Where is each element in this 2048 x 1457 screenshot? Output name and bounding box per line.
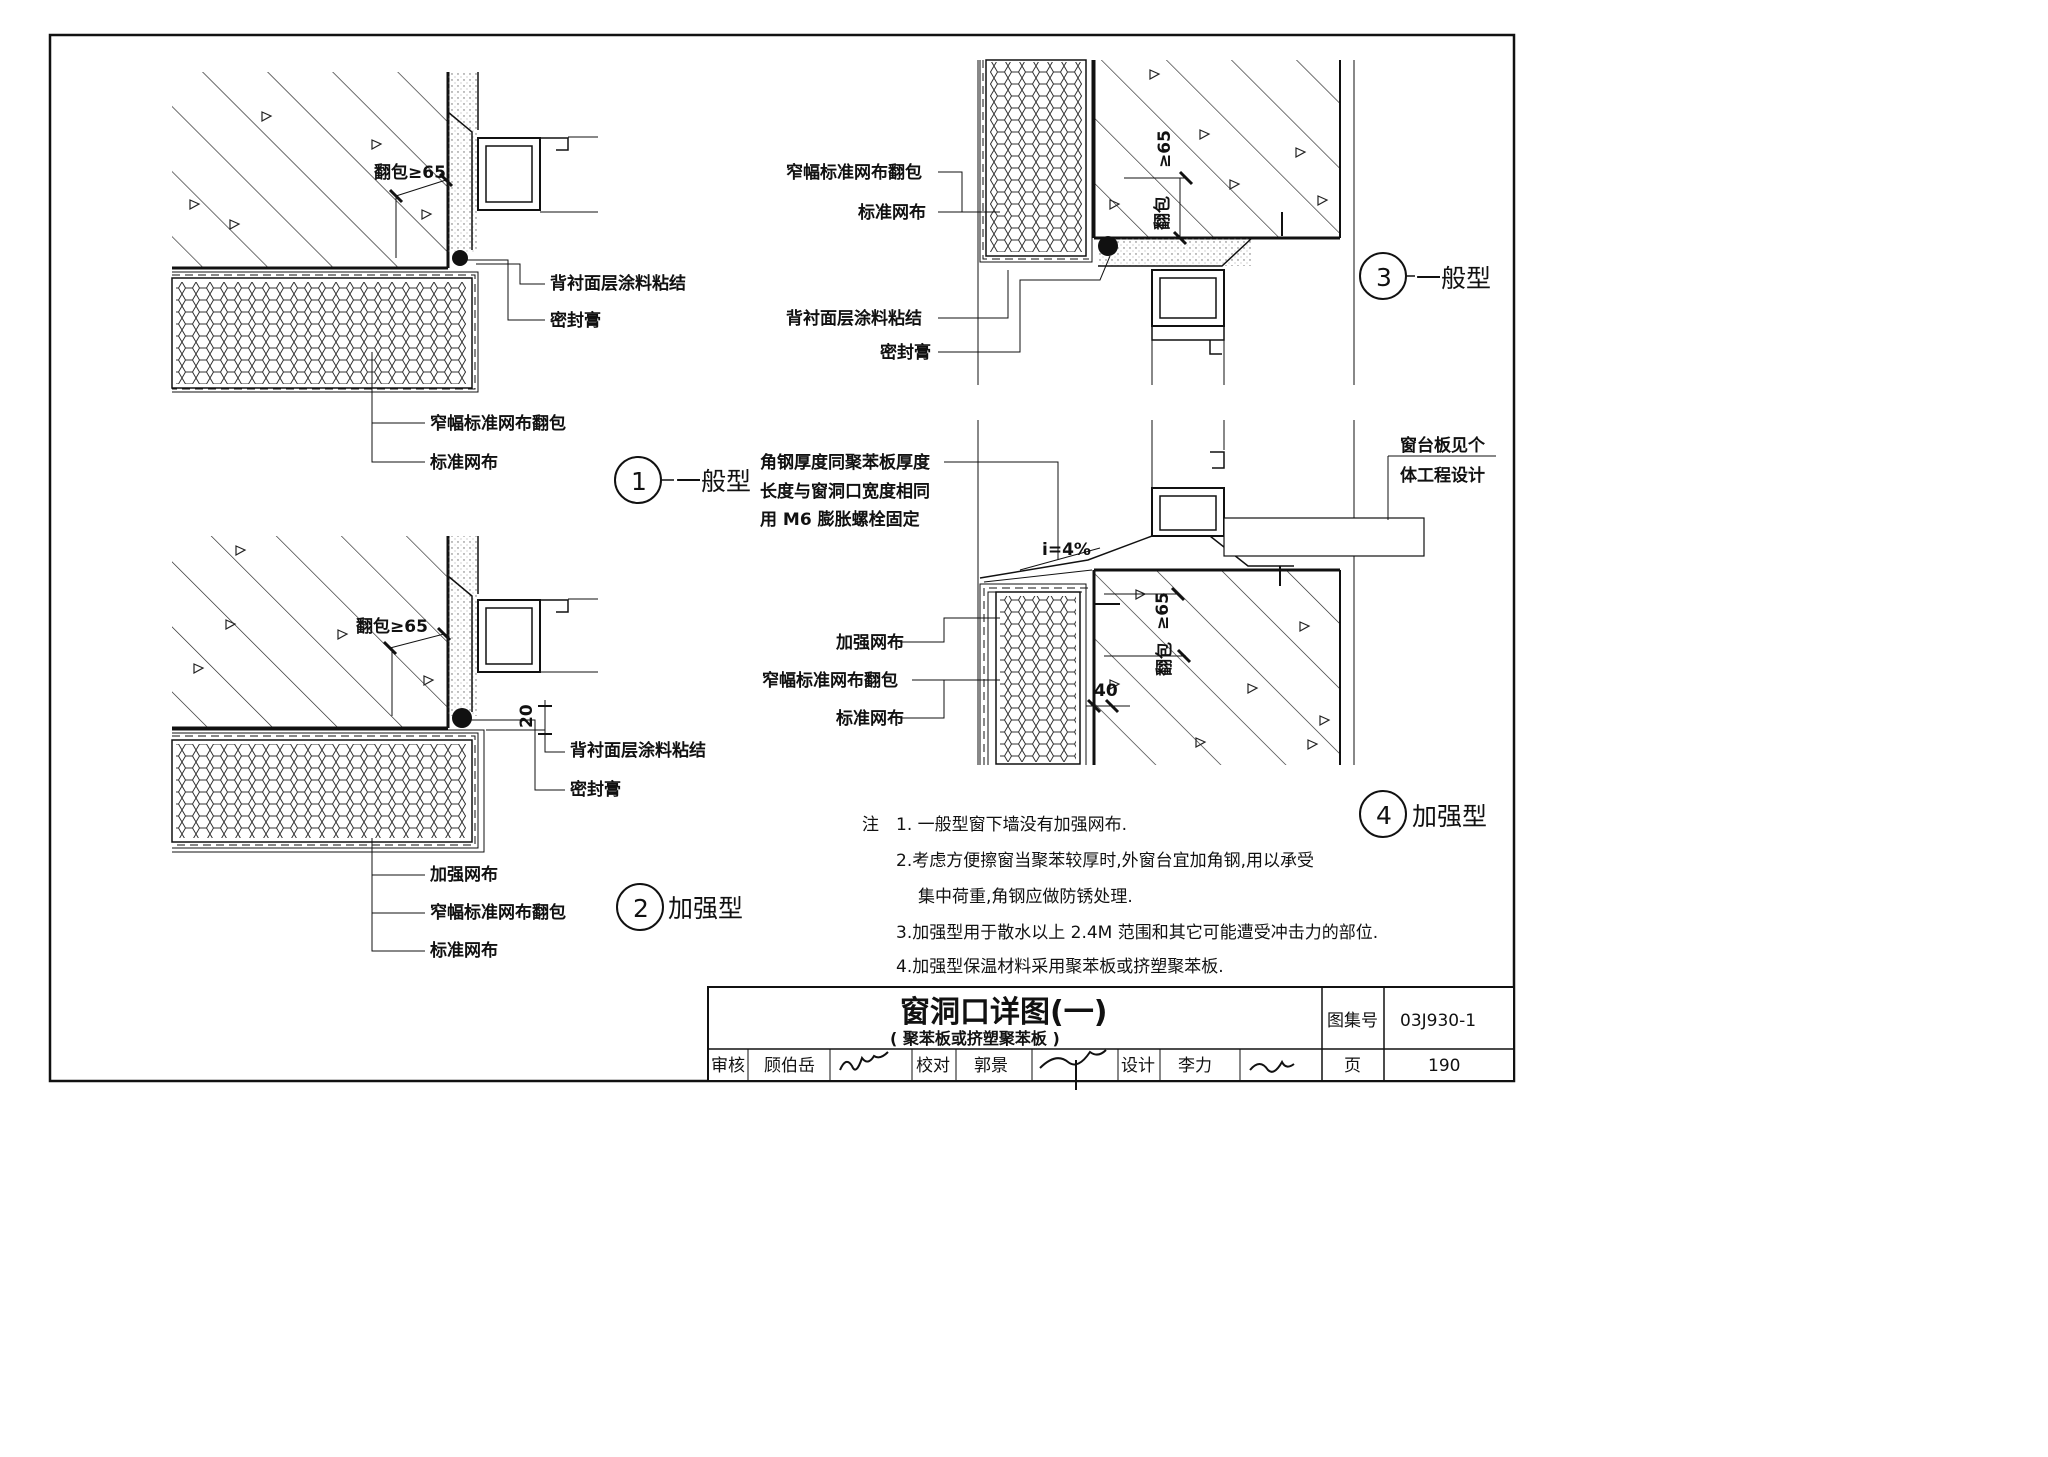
page-number: 190 xyxy=(1428,1056,1460,1076)
detail-4-drawing xyxy=(900,420,1496,765)
page-label: 页 xyxy=(1344,1056,1361,1076)
label-jiaqiang-2: 加强网布 xyxy=(429,864,498,885)
drawing-subtitle: ( 聚苯板或挤塑聚苯板 ) xyxy=(890,1029,1060,1048)
detail-3-number: 3 xyxy=(1376,263,1392,292)
label-chuangtai-2: 体工程设计 xyxy=(1400,465,1485,486)
note-2b: 集中荷重,角钢应做防锈处理. xyxy=(918,887,1133,907)
label-fanbao-3: 翻包 xyxy=(1152,196,1173,230)
label-biaozhun-2: 标准网布 xyxy=(430,940,498,961)
label-zhaifu-4: 窄幅标准网布翻包 xyxy=(762,670,898,691)
label-mifeng-2: 密封膏 xyxy=(570,779,621,800)
notes-block: 注 1. 一般型窗下墙没有加强网布. 2.考虑方便擦窗当聚苯较厚时,外窗台宜加角… xyxy=(862,815,1378,977)
check-label: 校对 xyxy=(916,1056,950,1076)
detail-2-type: 加强型 xyxy=(668,894,743,923)
label-fanbao-2: 翻包≥65 xyxy=(356,616,428,637)
drawing-title: 窗洞口详图(一) xyxy=(900,995,1107,1030)
label-dim-40: 40 xyxy=(1094,681,1118,701)
atlas-label: 图集号 xyxy=(1327,1011,1378,1031)
label-ge65-4: ≥65 xyxy=(1153,592,1173,630)
detail-4-circle xyxy=(1359,790,1407,838)
label-jiaogang-1: 角钢厚度同聚苯板厚度 xyxy=(760,452,931,473)
label-zhaifu-3: 窄幅标准网布翻包 xyxy=(786,162,922,183)
detail-4-type: 加强型 xyxy=(1412,802,1487,831)
notes-prefix: 注 xyxy=(862,815,879,835)
label-biaozhun-1: 标准网布 xyxy=(430,452,498,473)
note-4: 4.加强型保温材料采用聚苯板或挤塑聚苯板. xyxy=(896,957,1224,977)
label-mifeng-3: 密封膏 xyxy=(880,342,931,363)
drawing-sheet: 翻包≥65 背衬面层涂料粘结 密封膏 窄幅标准网布翻包 标准网布 1 一般型 xyxy=(48,33,1516,1090)
label-jiaogang-2: 长度与窗洞口宽度相同 xyxy=(760,481,930,502)
label-fanbao-4: 翻包 xyxy=(1154,642,1175,676)
review-label: 审核 xyxy=(711,1056,745,1076)
label-zhaifu-2: 窄幅标准网布翻包 xyxy=(430,902,566,923)
detail-3-drawing xyxy=(938,59,1355,385)
note-3: 3.加强型用于散水以上 2.4M 范围和其它可能遭受冲击力的部位. xyxy=(896,923,1378,943)
design-label: 设计 xyxy=(1121,1056,1155,1076)
label-jiaqiang-4: 加强网布 xyxy=(835,632,904,653)
detail-1-drawing xyxy=(171,72,598,463)
detail-1-type: 一般型 xyxy=(676,467,751,496)
label-beichen-1: 背衬面层涂料粘结 xyxy=(550,273,686,294)
label-biaozhun-4: 标准网布 xyxy=(836,708,904,729)
label-chuangtai-1: 窗台板见个 xyxy=(1400,435,1486,456)
note-2: 2.考虑方便擦窗当聚苯较厚时,外窗台宜加角钢,用以承受 xyxy=(896,851,1314,871)
label-beichen-2: 背衬面层涂料粘结 xyxy=(570,740,706,761)
atlas-number: 03J930-1 xyxy=(1400,1011,1476,1031)
label-slope: i=4% xyxy=(1042,540,1091,560)
label-dim-20: 20 xyxy=(517,704,537,728)
label-beichen-3: 背衬面层涂料粘结 xyxy=(786,308,922,329)
detail-2-circle xyxy=(616,883,664,931)
title-block xyxy=(707,986,1515,1090)
detail-1-number: 1 xyxy=(631,467,647,496)
reviewer-name: 顾伯岳 xyxy=(764,1056,815,1076)
label-mifeng-1: 密封膏 xyxy=(550,310,601,331)
checker-name: 郭景 xyxy=(974,1056,1008,1076)
label-ge65-3: ≥65 xyxy=(1155,130,1175,168)
detail-3-type: 一般型 xyxy=(1416,264,1491,293)
label-biaozhun-3: 标准网布 xyxy=(858,202,926,223)
detail-2-number: 2 xyxy=(633,894,649,923)
label-zhaifu-1: 窄幅标准网布翻包 xyxy=(430,413,566,434)
designer-name: 李力 xyxy=(1178,1056,1212,1076)
note-1: 1. 一般型窗下墙没有加强网布. xyxy=(896,815,1127,835)
label-jiaogang-3: 用 M6 膨胀螺栓固定 xyxy=(760,509,920,530)
label-fanbao-1: 翻包≥65 xyxy=(374,162,446,183)
detail-2-drawing xyxy=(171,536,598,952)
detail-4-number: 4 xyxy=(1376,801,1392,830)
